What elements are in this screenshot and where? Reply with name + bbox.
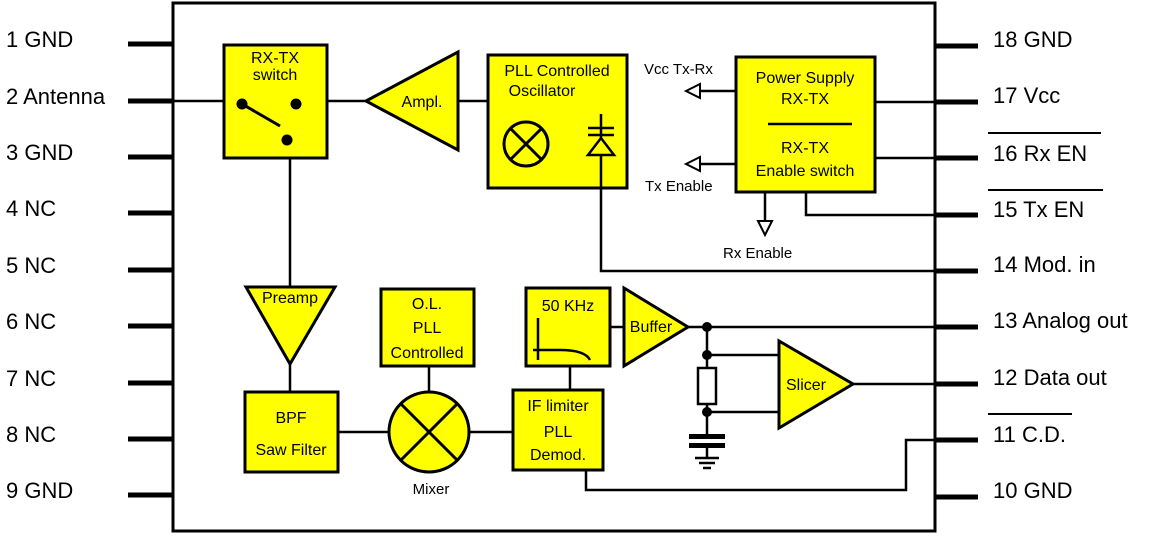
rx-tx-switch-line1: RX-TX [251,50,299,67]
junction-dot-analog [702,322,712,332]
slicer-label: Slicer [786,377,827,394]
pin-16-label: 16 Rx EN [993,141,1087,166]
preamp-block: Preamp [243,285,338,367]
junction-dot-rc-mid [702,407,712,417]
enable-switch-line2: Enable switch [756,163,855,180]
vcc-txrx-arrow-icon [683,82,701,100]
pin-14-label: 14 Mod. in [993,252,1096,277]
package-outline [171,1,937,533]
pin-4-label: 4 NC [6,196,56,221]
slicer-block: Slicer [777,338,856,431]
pin-13-label: 13 Analog out [993,308,1128,333]
resistor-icon [696,366,718,406]
switch-icon [236,98,302,146]
filter-50khz-label: 50 KHz [542,298,594,315]
ol-pll-block: O.L. PLL Controlled [379,287,476,368]
pin-9-label: 9 GND [6,478,73,503]
pin-7-label: 7 NC [6,366,56,391]
pin-15-label: 15 Tx EN [993,197,1084,222]
ampl-block: Ampl. [362,49,460,153]
mixer-icon [387,390,471,474]
right-pins: 18 GND 17 Vcc 16 Rx EN 15 Tx EN 14 Mod. … [935,27,1128,503]
enable-switch-line1: RX-TX [781,140,829,157]
if-limiter-line2: PLL [544,424,573,441]
bpf-line2: Saw Filter [255,442,327,459]
left-pins: 1 GND 2 Antenna 3 GND 4 NC 5 NC 6 NC 7 N… [6,27,173,503]
varactor-diode-icon [585,114,617,188]
pin-11-label: 11 C.D. [993,422,1066,447]
pin-3-label: 3 GND [6,140,73,165]
rx-tx-switch-block: RX-TX switch [222,43,329,160]
pll-oscillator-line1: PLL Controlled [504,63,609,80]
pin-5-label: 5 NC [6,253,56,278]
bpf-block: BPF Saw Filter [243,390,340,474]
ampl-label: Ampl. [402,94,443,111]
pin-10-label: 10 GND [993,478,1072,503]
pin-17-label: 17 Vcc [993,83,1060,108]
pin-8-label: 8 NC [6,422,56,447]
rx-tx-switch-line2: switch [253,67,297,84]
ol-pll-line2: PLL [413,320,442,337]
ground-icon [695,456,719,470]
wire-carrier-detect [584,438,935,492]
power-supply-line2: RX-TX [781,91,829,108]
power-supply-line1: Power Supply [756,70,855,87]
preamp-label: Preamp [262,290,318,307]
if-limiter-line3: Demod. [530,447,586,464]
pin-12-label: 12 Data out [993,365,1107,390]
if-limiter-block: IF limiter PLL Demod. [511,388,605,472]
buffer-block: Buffer [622,285,691,369]
ol-pll-line3: Controlled [391,345,464,362]
pll-oscillator-block: PLL Controlled Oscillator [486,53,629,190]
wires [173,82,935,492]
mixer-label: Mixer [413,481,450,498]
bpf-line1: BPF [275,410,306,427]
if-limiter-line1: IF limiter [527,398,589,415]
wire-tx-en [804,192,935,217]
pin-1-label: 1 GND [6,27,73,52]
tx-enable-arrow-icon [683,155,701,173]
pin-18-label: 18 GND [993,27,1072,52]
pin-6-label: 6 NC [6,309,56,334]
rx-enable-arrow-icon [756,220,774,238]
ol-pll-line1: O.L. [412,296,442,313]
wire-mod-in [599,188,935,273]
tx-enable-label: Tx Enable [645,178,713,195]
filter-50khz-block: 50 KHz [524,286,612,368]
lowpass-filter-icon [533,318,592,361]
buffer-label: Buffer [630,319,673,336]
wire-node-slicer [705,327,779,357]
rx-enable-label: Rx Enable [723,245,792,262]
power-supply-block: Power Supply RX-TX RX-TX Enable switch [734,55,877,194]
pll-oscillator-line2: Oscillator [509,83,576,100]
vcc-txrx-label: Vcc Tx-Rx [644,61,713,78]
junction-dot-rc-top [702,350,712,360]
capacitor-icon [689,434,725,448]
oscillator-icon [502,120,550,168]
mixer-block: Mixer [387,390,471,498]
pin-2-label: 2 Antenna [6,84,106,109]
